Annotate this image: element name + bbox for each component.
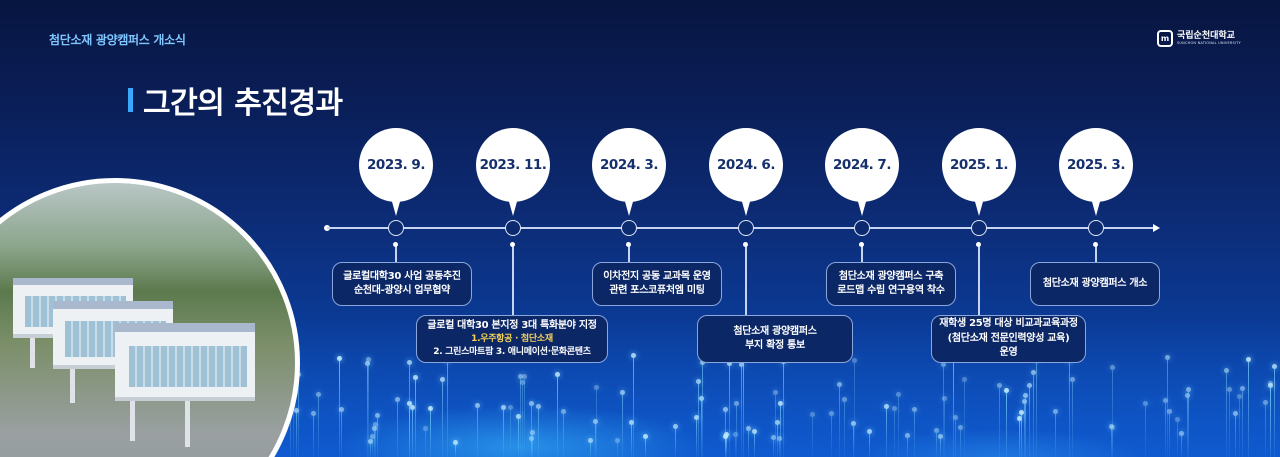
timeline-arrow-icon [1153, 224, 1160, 232]
milestone-text: 재학생 25명 대상 비교과교육과정 [939, 318, 1078, 330]
milestone-date-bubble: 2025. 1. [942, 128, 1016, 216]
university-logo: m 국립순천대학교 SUNCHON NATIONAL UNIVERSITY [1157, 30, 1241, 47]
campus-building-image [0, 178, 300, 457]
milestone-text: 운영 [999, 347, 1018, 359]
milestone-node [971, 220, 987, 236]
milestone-connector [1093, 242, 1098, 262]
background-light-rays [290, 347, 1280, 457]
section-title: 그간의 추진경과 [128, 78, 343, 122]
milestone-card: 첨단소재 광양캠퍼스 부지 확정 통보 [697, 315, 853, 363]
milestone-date: 2023. 11. [479, 157, 547, 173]
milestone-date: 2024. 3. [600, 157, 658, 173]
milestone-node [505, 220, 521, 236]
milestone-node [854, 220, 870, 236]
milestone-node [388, 220, 404, 236]
milestone-text: 글로컬 대학30 본지정 3대 특화분야 지정 [427, 319, 597, 331]
milestone-highlight-text: 1.우주항공 · 첨단소재 [471, 334, 553, 345]
milestone-card: 글로컬 대학30 본지정 3대 특화분야 지정 1.우주항공 · 첨단소재 2.… [416, 315, 608, 363]
milestone-text: 이차전지 공동 교과목 운영 [603, 270, 711, 282]
section-accent-bar [128, 88, 133, 112]
milestone-card: 첨단소재 광양캠퍼스 개소 [1030, 262, 1160, 306]
milestone-text: 첨단소재 광양캠퍼스 [733, 325, 817, 337]
milestone-text: 첨단소재 광양캠퍼스 구축 [838, 270, 944, 282]
milestone-text: 로드맵 수립 연구용역 착수 [837, 285, 945, 296]
milestone-card: 첨단소재 광양캠퍼스 구축 로드맵 수립 연구용역 착수 [826, 262, 956, 306]
milestone-date-bubble: 2024. 3. [592, 128, 666, 216]
university-emblem-icon: m [1157, 30, 1173, 47]
milestone-connector [393, 242, 398, 262]
milestone-date: 2025. 3. [1067, 157, 1125, 173]
milestone-connector [976, 242, 981, 315]
milestone-date: 2025. 1. [950, 157, 1008, 173]
event-title: 첨단소재 광양캠퍼스 개소식 [49, 33, 186, 47]
milestone-date-bubble: 2023. 11. [476, 128, 550, 216]
milestone-connector [859, 242, 864, 262]
milestone-connector [743, 242, 748, 315]
milestone-text: 첨단소재 광양캠퍼스 개소 [1042, 277, 1148, 289]
milestone-date-bubble: 2025. 3. [1059, 128, 1133, 216]
logo-name-en: SUNCHON NATIONAL UNIVERSITY [1177, 40, 1241, 45]
milestone-date: 2024. 6. [717, 157, 775, 173]
milestone-node [1088, 220, 1104, 236]
milestone-node [621, 220, 637, 236]
milestone-date-bubble: 2024. 6. [709, 128, 783, 216]
milestone-date: 2024. 7. [833, 157, 891, 173]
logo-name-ko: 국립순천대학교 [1177, 30, 1235, 41]
milestone-card: 재학생 25명 대상 비교과교육과정 (첨단소재 전문인력양성 교육) 운영 [931, 315, 1086, 363]
milestone-text: 부지 확정 통보 [745, 340, 805, 351]
milestone-sub-text: 2. 그린스마트팜 3. 애니메이션·문화콘텐츠 [433, 347, 591, 358]
milestone-connector [626, 242, 631, 262]
milestone-date-bubble: 2023. 9. [359, 128, 433, 216]
milestone-text: 관련 포스코퓨처엠 미팅 [609, 285, 705, 296]
section-heading: 그간의 추진경과 [143, 86, 343, 121]
milestone-date: 2023. 9. [367, 157, 425, 173]
milestone-text: 글로컬대학30 사업 공동추진 [343, 270, 461, 282]
milestone-node [738, 220, 754, 236]
milestone-connector [510, 242, 515, 315]
milestone-text: (첨단소재 전문인력양성 교육) [947, 332, 1070, 344]
milestone-text: 순천대-광양시 업무협약 [353, 285, 451, 296]
milestone-card: 이차전지 공동 교과목 운영 관련 포스코퓨처엠 미팅 [592, 262, 722, 306]
milestone-card: 글로컬대학30 사업 공동추진 순천대-광양시 업무협약 [332, 262, 472, 306]
milestone-date-bubble: 2024. 7. [825, 128, 899, 216]
